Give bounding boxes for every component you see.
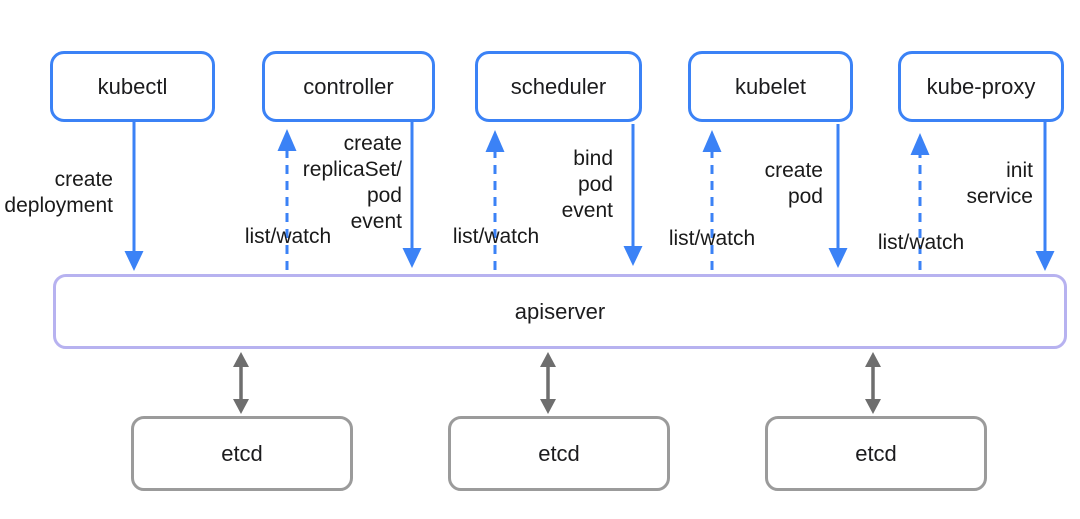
- node-kubectl: kubectl: [50, 51, 215, 122]
- edge-label-line: event: [350, 210, 402, 233]
- node-etcd-3: etcd: [765, 416, 987, 491]
- node-etcd-1: etcd: [131, 416, 353, 491]
- node-kube-proxy-label: kube-proxy: [926, 73, 1036, 99]
- edge-label-line: pod: [366, 184, 402, 207]
- edge-label-create-deployment: create deployment: [4, 167, 113, 219]
- edge-label-line: create: [343, 132, 402, 155]
- arrow-controller-to-apiserver: [402, 122, 422, 268]
- arrow-apiserver-etcd-1: [233, 352, 249, 414]
- edge-label-create-replicaset-pod-event: create replicaSet/ pod event: [303, 131, 402, 235]
- arrow-kubelet-to-apiserver: [828, 124, 848, 268]
- arrow-apiserver-to-kubeproxy-listwatch: [910, 133, 930, 270]
- node-kubelet: kubelet: [688, 51, 853, 122]
- arrow-kubeproxy-to-apiserver: [1035, 122, 1055, 271]
- node-apiserver: apiserver: [53, 274, 1067, 349]
- edge-label-line: bind: [573, 147, 613, 170]
- arrow-apiserver-to-kubelet-listwatch: [702, 130, 722, 270]
- edge-label-listwatch-kubeproxy: list/watch: [877, 231, 965, 254]
- node-kubectl-label: kubectl: [97, 73, 168, 99]
- edge-label-line: replicaSet/: [302, 158, 402, 181]
- node-scheduler: scheduler: [475, 51, 642, 122]
- node-apiserver-label: apiserver: [514, 298, 606, 324]
- edge-label-bind-pod-event: bind pod event: [562, 146, 613, 224]
- edge-label-line: init: [1006, 159, 1033, 182]
- edge-label-create-pod: create pod: [765, 158, 823, 210]
- arrow-apiserver-to-scheduler-listwatch: [485, 130, 505, 270]
- arrow-apiserver-etcd-2: [540, 352, 556, 414]
- arrow-scheduler-to-apiserver: [623, 124, 643, 266]
- edge-label-line: create: [764, 159, 823, 182]
- arrow-apiserver-etcd-3: [865, 352, 881, 414]
- edge-label-listwatch-scheduler: list/watch: [452, 225, 540, 248]
- edge-label-line: pod: [577, 173, 613, 196]
- node-etcd-2-label: etcd: [538, 440, 580, 466]
- edge-label-line: pod: [787, 185, 823, 208]
- node-kube-proxy: kube-proxy: [898, 51, 1064, 122]
- node-controller: controller: [262, 51, 435, 122]
- edge-label-line: deployment: [4, 194, 113, 217]
- arrow-apiserver-to-controller-listwatch: [277, 129, 297, 270]
- node-etcd-1-label: etcd: [221, 440, 263, 466]
- node-etcd-2: etcd: [448, 416, 670, 491]
- edge-label-line: event: [561, 199, 613, 222]
- arrow-kubectl-to-apiserver: [124, 122, 144, 271]
- node-controller-label: controller: [303, 73, 394, 99]
- node-scheduler-label: scheduler: [510, 73, 607, 99]
- edge-label-init-service: init service: [966, 158, 1033, 210]
- edge-label-listwatch-kubelet: list/watch: [668, 227, 756, 250]
- edge-label-listwatch-controller: list/watch: [244, 225, 332, 248]
- node-etcd-3-label: etcd: [855, 440, 897, 466]
- node-kubelet-label: kubelet: [735, 73, 806, 99]
- edge-label-line: create: [54, 168, 113, 191]
- edge-label-line: service: [966, 185, 1033, 208]
